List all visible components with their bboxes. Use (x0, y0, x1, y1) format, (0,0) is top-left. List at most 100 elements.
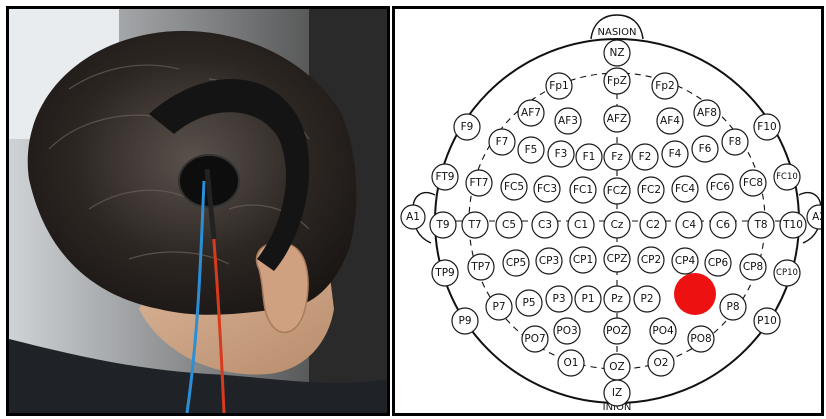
electrode-label: PO8 (690, 333, 711, 345)
electrode-label: CP4 (675, 255, 696, 267)
electrode-label: F5 (525, 144, 538, 156)
electrode-label: FCZ (607, 185, 628, 197)
electrode-label: F6 (699, 143, 712, 155)
electrode-label: A2 (812, 211, 821, 223)
electrode-tp7: TP7 (468, 254, 494, 280)
electrode-fp2: Fp2 (652, 73, 678, 99)
electrode-label: P9 (458, 315, 471, 327)
electrode-label: F9 (461, 121, 474, 133)
electrode-fc10: FC10 (774, 164, 800, 190)
electrode-label: CPZ (607, 253, 628, 265)
electrode-c3: C3 (532, 212, 558, 238)
electrode-label: C3 (538, 219, 552, 231)
electrode-label: FpZ (607, 75, 627, 87)
electrode-label: C5 (502, 219, 516, 231)
electrode-label: P10 (757, 315, 777, 327)
electrode-label: F3 (555, 148, 568, 160)
electrode-fc3: FC3 (534, 176, 560, 202)
electrode-po4: PO4 (650, 318, 676, 344)
electrode-af4: AF4 (657, 108, 683, 134)
electrode-o1: O1 (558, 350, 584, 376)
electrode-a1: A1 (401, 205, 425, 229)
electrode-cp1: CP1 (570, 247, 596, 273)
electrode-label: Fz (611, 151, 623, 163)
electrode-label: TP7 (470, 261, 490, 273)
electrode-f4: F4 (662, 141, 688, 167)
electrode-c5: C5 (496, 212, 522, 238)
electrode-p2: P2 (634, 286, 660, 312)
electrode-label: A1 (406, 211, 420, 223)
electrode-cz: Cz (604, 212, 630, 238)
electrode-f10: F10 (754, 114, 780, 140)
electrode-label: AF7 (521, 107, 541, 119)
electrode-label: FC4 (675, 183, 695, 195)
electrode-label: CP10 (776, 268, 798, 278)
electrode-layer: NZ Fp1 FpZ Fp2AF7 AF3 AFZ AF4 AF8F9F7F5 F3 F1 Fz F2… (401, 40, 821, 406)
electrode-fc6: FC6 (707, 174, 733, 200)
electrode-p9: P9 (452, 308, 478, 334)
electrode-c4: C4 (676, 212, 702, 238)
electrode-p3: P3 (546, 286, 572, 312)
electrode-label: AF8 (697, 107, 717, 119)
electrode-cp3: CP3 (536, 248, 562, 274)
electrode-af8: AF8 (694, 100, 720, 126)
electrode-o2: O2 (648, 350, 674, 376)
highlight-marker (674, 273, 716, 315)
electrode-iz: IZ (604, 380, 630, 406)
electrode-label: FC5 (504, 181, 524, 193)
electrode-label: P2 (640, 293, 653, 305)
electrode-label: CP5 (506, 257, 526, 269)
head-photo (9, 9, 387, 413)
electrode-cp8: CP8 (740, 254, 766, 280)
electrode-fz: Fz (604, 144, 630, 170)
electrode-p8: P8 (720, 294, 746, 320)
nasion-label: NASION (598, 27, 637, 38)
electrode-poz: POZ (604, 318, 630, 344)
electrode-label: AFZ (607, 113, 627, 125)
electrode-label: C4 (682, 219, 696, 231)
electrode-label: P5 (522, 297, 535, 309)
electrode-label: OZ (609, 361, 624, 373)
electrode-label: CP8 (743, 261, 763, 273)
electrode-f7: F7 (489, 129, 515, 155)
electrode-f1: F1 (576, 144, 602, 170)
electrode-fp1: Fp1 (546, 73, 572, 99)
electrode-label: F1 (583, 151, 596, 163)
electrode-t7: T7 (462, 212, 488, 238)
eeg-electrode-map: NASION INION NZFp1FpZFp2AF7AF3AFZAF4AF8F… (395, 9, 821, 413)
electrode-label: FC3 (537, 183, 557, 195)
electrode-label: P3 (552, 293, 565, 305)
electrode-label: P8 (726, 301, 739, 313)
electrode-label: F10 (757, 121, 776, 133)
electrode-fcz: FCZ (604, 178, 630, 204)
electrode-label: F4 (669, 148, 682, 160)
electrode-label: Fp2 (655, 80, 674, 92)
electrode-fc4: FC4 (672, 176, 698, 202)
electrode-cp4: CP4 (672, 248, 698, 274)
electrode-label: FT9 (436, 171, 455, 183)
electrode-fc8: FC8 (740, 170, 766, 196)
photo-panel (6, 6, 390, 416)
electrode-label: T7 (467, 219, 481, 231)
electrode-p10: P10 (754, 308, 780, 334)
electrode-label: PO7 (524, 333, 545, 345)
electrode-label: FC2 (641, 184, 661, 196)
electrode-af3: AF3 (555, 108, 581, 134)
electrode-f5: F5 (518, 137, 544, 163)
electrode-t8: T8 (748, 212, 774, 238)
electrode-tp9: TP9 (432, 260, 458, 286)
electrode-f8: F8 (722, 129, 748, 155)
electrode-label: FC6 (710, 181, 730, 193)
electrode-t9: T9 (430, 212, 456, 238)
electrode-label: FC10 (776, 172, 798, 182)
electrode-a2: A2 (807, 205, 821, 229)
electrode-label: F2 (639, 151, 652, 163)
electrode-label: PO4 (652, 325, 674, 337)
electrode-cpz: CPZ (604, 246, 630, 272)
electrode-fpz: FpZ (604, 68, 630, 94)
electrode-label: FT7 (470, 177, 489, 189)
electrode-nz: NZ (604, 40, 630, 66)
electrode-cp2: CP2 (638, 247, 664, 273)
electrode-label: C2 (646, 219, 660, 231)
electrode-label: Fp1 (549, 80, 568, 92)
